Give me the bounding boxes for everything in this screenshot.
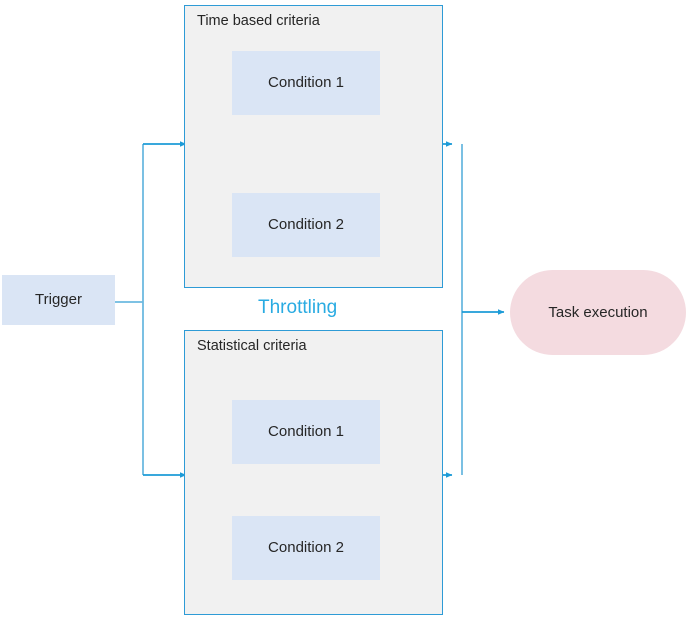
- node-task-execution-label: Task execution: [548, 303, 648, 321]
- node-trigger[interactable]: Trigger: [2, 275, 115, 325]
- group-statistical-criteria-title: Statistical criteria: [197, 338, 307, 354]
- group-time-based-criteria-title: Time based criteria: [197, 13, 320, 29]
- node-statistical-condition-2-label: Condition 2: [268, 539, 344, 556]
- node-statistical-condition-1[interactable]: Condition 1: [232, 400, 380, 464]
- node-time-condition-1[interactable]: Condition 1: [232, 51, 380, 115]
- node-time-condition-2-label: Condition 2: [268, 216, 344, 233]
- node-trigger-label: Trigger: [35, 291, 82, 308]
- node-statistical-condition-2[interactable]: Condition 2: [232, 516, 380, 580]
- node-statistical-condition-1-label: Condition 1: [268, 423, 344, 440]
- connector-trigger-to-split: [115, 144, 144, 475]
- connector-merge-to-task-execution: [461, 144, 505, 475]
- node-time-condition-2[interactable]: Condition 2: [232, 193, 380, 257]
- node-task-execution[interactable]: Task execution: [510, 270, 686, 355]
- node-time-condition-1-label: Condition 1: [268, 74, 344, 91]
- label-throttling: Throttling: [258, 297, 338, 318]
